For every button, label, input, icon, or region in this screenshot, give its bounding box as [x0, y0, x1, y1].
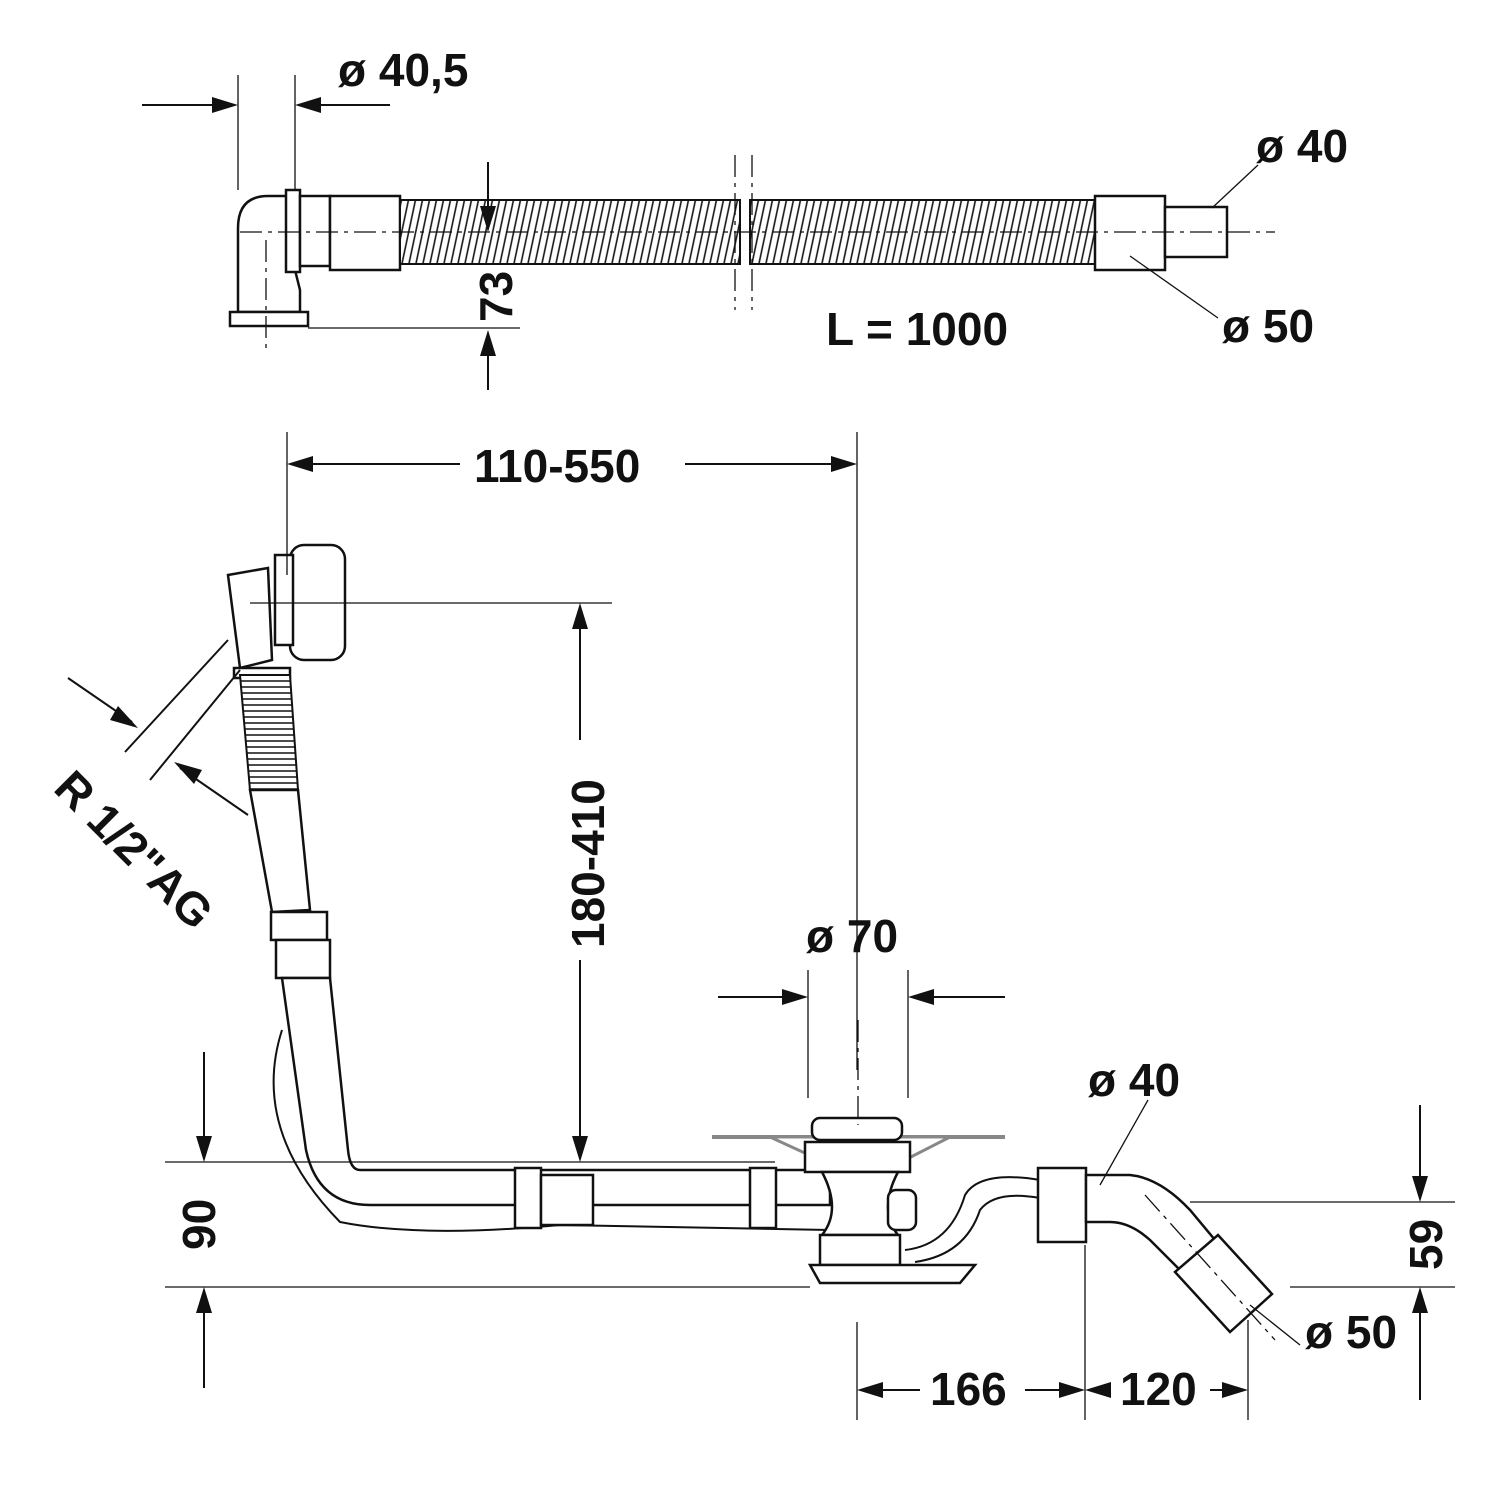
sleeve-diameter-label: ø 50 — [1222, 300, 1314, 352]
height-73-label: 73 — [470, 271, 522, 322]
overflow-hose — [238, 674, 300, 791]
offset-120-label: 120 — [1120, 1363, 1197, 1415]
drain-diameter-label: ø 70 — [806, 910, 898, 962]
outlet-diameter-front-label: ø 40 — [1088, 1054, 1180, 1106]
corrugated-hose — [749, 199, 1096, 265]
horizontal-range-label: 110-550 — [474, 440, 640, 492]
outlet-diameter-label: ø 40 — [1256, 120, 1348, 172]
offset-166-label: 166 — [930, 1363, 1007, 1415]
outlet-height-label: 59 — [1400, 1219, 1452, 1270]
base-height-label: 90 — [173, 1199, 225, 1250]
top-view: ø 40,5 73 L = 1000 ø 40 ø 50 — [142, 44, 1348, 390]
outlet-sleeve — [1093, 194, 1229, 272]
sleeve-diameter-front-label: ø 50 — [1305, 1306, 1397, 1358]
elbow-fitting — [228, 188, 402, 352]
vertical-range-label: 180-410 — [562, 779, 614, 948]
front-view: 110-550 180-410 R 1/2"AG ø 70 90 ø 40 — [45, 432, 1455, 1420]
hose-length-label: L = 1000 — [826, 303, 1008, 355]
thread-label: R 1/2"AG — [45, 760, 224, 939]
elbow-diameter-label: ø 40,5 — [338, 44, 468, 96]
drain-body — [712, 1116, 1005, 1285]
